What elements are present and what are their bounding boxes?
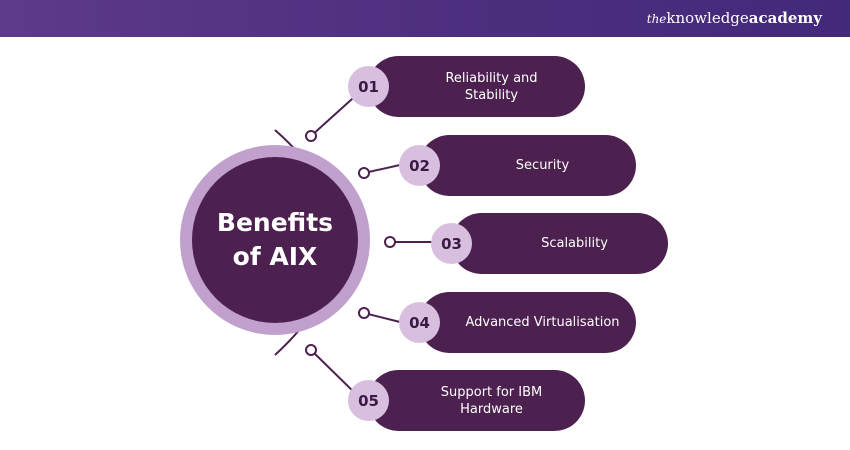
hub-title-line-2: of AIX	[232, 242, 318, 271]
connector-line-04	[363, 312, 401, 323]
brand-academy: academy	[748, 9, 822, 27]
benefit-label-line-1: Scalability	[541, 236, 608, 251]
hub-title-line-1: Benefits	[216, 208, 334, 237]
connector-node-03	[384, 236, 396, 248]
benefit-item-04: Advanced Virtualisation 04	[399, 292, 639, 353]
benefit-label-line-1: Reliability and	[445, 70, 538, 86]
benefit-label-line-2: Hardware	[460, 401, 523, 417]
benefit-pill: Support for IBM Hardware	[368, 370, 585, 431]
benefit-number-badge: 03	[431, 223, 472, 264]
connector-node-01	[305, 130, 317, 142]
header-bar: theknowledgeacademy	[0, 0, 850, 37]
connector-line-02	[363, 164, 401, 174]
benefit-label-line-1: Security	[515, 158, 570, 173]
connector-node-05	[305, 344, 317, 356]
benefit-pill: Advanced Virtualisation	[419, 292, 636, 353]
brand-knowledge: knowledge	[666, 9, 749, 27]
benefit-label-line-1: Advanced Virtualisation	[465, 315, 620, 330]
brand-logo: theknowledgeacademy	[647, 8, 822, 29]
connector-node-02	[358, 167, 370, 179]
benefit-item-02: Security 02	[399, 135, 639, 196]
benefit-number-badge: 01	[348, 66, 389, 107]
hub-circle: Benefits of AIX	[192, 157, 358, 323]
benefit-pill: Security	[419, 135, 636, 196]
benefit-pill: Reliability and Stability	[368, 56, 585, 117]
brand-the: the	[646, 12, 667, 26]
benefit-pill: Scalability	[451, 213, 668, 274]
benefit-label-line-1: Support for IBM	[440, 384, 543, 400]
benefit-number-badge: 02	[399, 145, 440, 186]
connector-node-04	[358, 307, 370, 319]
benefit-item-03: Scalability 03	[431, 213, 671, 274]
benefit-number-badge: 05	[348, 380, 389, 421]
benefit-number-badge: 04	[399, 302, 440, 343]
benefit-item-05: Support for IBM Hardware 05	[348, 370, 588, 431]
benefit-item-01: Reliability and Stability 01	[348, 56, 588, 117]
benefit-label-line-2: Stability	[464, 87, 519, 103]
